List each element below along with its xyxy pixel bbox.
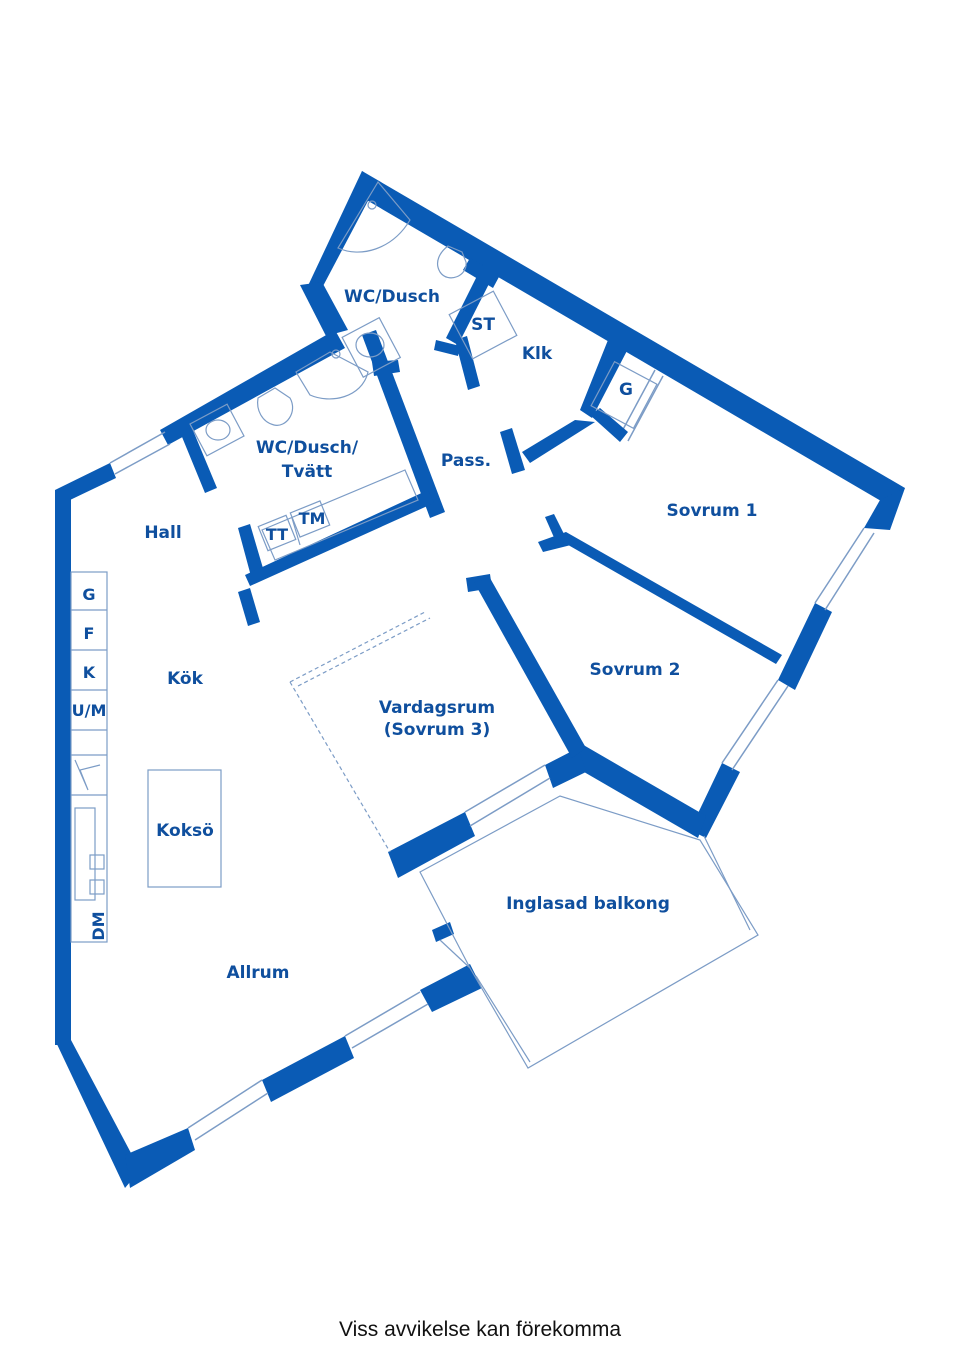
- appliance-dm-label: DM: [89, 911, 108, 940]
- appliance-um-label: U/M: [72, 701, 107, 720]
- storage-st: [448, 290, 518, 360]
- appliance-k-label: K: [83, 663, 96, 682]
- room-wc-dusch-tvatt-label-2: Tvätt: [282, 462, 332, 482]
- room-st-label: ST: [471, 315, 495, 335]
- wall-vardag-south-1: [545, 748, 586, 788]
- interior-walls: [180, 258, 782, 942]
- toilet-mid: [257, 387, 294, 426]
- tt-box: [257, 514, 297, 552]
- movable-wall: [289, 611, 431, 853]
- room-vardagsrum-label-1: Vardagsrum: [379, 698, 495, 718]
- wall-southwest: [55, 1040, 140, 1188]
- disclaimer-text: Viss avvikelse kan förekomma: [338, 1318, 622, 1341]
- appliance-tt-label: TT: [266, 525, 288, 544]
- closet-g: [590, 360, 658, 430]
- shower-arc-mid: [295, 351, 369, 400]
- appliance-g-label: G: [82, 585, 95, 604]
- room-labels: WC/Dusch ST Klk G WC/Dusch/ Tvätt Pass. …: [72, 287, 758, 983]
- drain-top: [367, 200, 377, 210]
- wall-vardag-south-2: [388, 812, 475, 878]
- room-balkong-label: Inglasad balkong: [506, 894, 670, 914]
- room-wc-dusch-tvatt-label-1: WC/Dusch/: [256, 438, 359, 458]
- room-pass-label: Pass.: [441, 451, 491, 471]
- room-hall-label: Hall: [144, 523, 181, 543]
- room-klk-label: Klk: [522, 344, 553, 364]
- wall-south-3: [420, 964, 482, 1012]
- outer-walls: [55, 171, 905, 1188]
- appliance-tm-label: TM: [299, 509, 326, 528]
- toilet-top: [436, 245, 467, 279]
- room-vardagsrum-label-2: (Sovrum 3): [384, 720, 491, 740]
- wall-top-left: [306, 171, 378, 290]
- room-allrum-label: Allrum: [226, 963, 289, 983]
- tm-box: [289, 500, 331, 538]
- room-closet-g-label: G: [619, 380, 633, 400]
- wall-south-1: [125, 1128, 195, 1188]
- wall-east-1: [864, 488, 905, 530]
- wall-south-2: [262, 1036, 354, 1102]
- room-sovrum2-label: Sovrum 2: [590, 660, 681, 680]
- fixtures: [70, 180, 759, 1069]
- wall-top-right: [358, 171, 905, 508]
- kitchen-counter: [70, 571, 108, 943]
- wall-east-2: [778, 603, 832, 690]
- wall-west: [55, 490, 71, 1045]
- wall-sovrum2-south: [572, 743, 706, 838]
- room-wc-dusch-label: WC/Dusch: [344, 287, 440, 307]
- kitchen-island: [147, 769, 222, 888]
- appliance-f-label: F: [84, 624, 95, 643]
- basin-top: [341, 316, 402, 378]
- wall-upper-left: [160, 330, 345, 445]
- basin-mid: [189, 403, 245, 457]
- drain-mid: [331, 349, 341, 359]
- windows: [109, 369, 875, 1141]
- room-kok-label: Kök: [167, 669, 204, 689]
- wall-bath-left: [300, 282, 348, 336]
- room-sovrum1-label: Sovrum 1: [667, 501, 758, 521]
- room-kokso-label: Koksö: [156, 821, 214, 841]
- shower-arc-top: [337, 180, 411, 253]
